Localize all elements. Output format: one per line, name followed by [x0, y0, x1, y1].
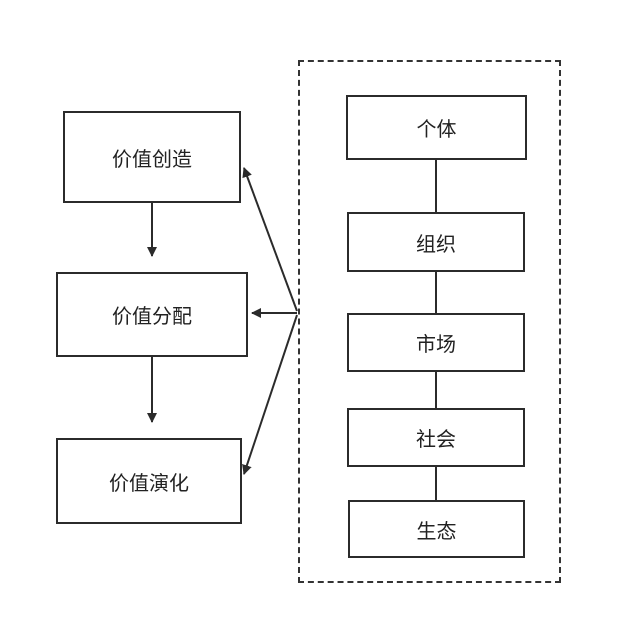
- level-society-box: 社会: [347, 408, 525, 467]
- value-evolution-label: 价值演化: [109, 470, 189, 495]
- level-organization-box: 组织: [347, 212, 525, 272]
- arrow-levels-to-evolution: [242, 314, 298, 475]
- value-distribution-box: 价值分配: [56, 272, 248, 357]
- level-market-label: 市场: [416, 332, 456, 356]
- level-society-label: 社会: [416, 427, 456, 451]
- level-organization-label: 组织: [416, 231, 456, 256]
- level-ecology-label: 生态: [416, 518, 457, 543]
- level-individual-label: 个体: [416, 117, 457, 141]
- value-evolution-box: 价值演化: [56, 438, 242, 524]
- level-ecology-box: 生态: [348, 500, 525, 558]
- level-market-box: 市场: [347, 313, 525, 372]
- level-individual-box: 个体: [346, 95, 527, 160]
- levels-container: [298, 60, 561, 583]
- value-creation-box: 价值创造: [63, 111, 241, 203]
- value-distribution-label: 价值分配: [112, 304, 192, 328]
- value-creation-label: 价值创造: [112, 146, 192, 171]
- arrow-levels-to-creation: [242, 167, 298, 312]
